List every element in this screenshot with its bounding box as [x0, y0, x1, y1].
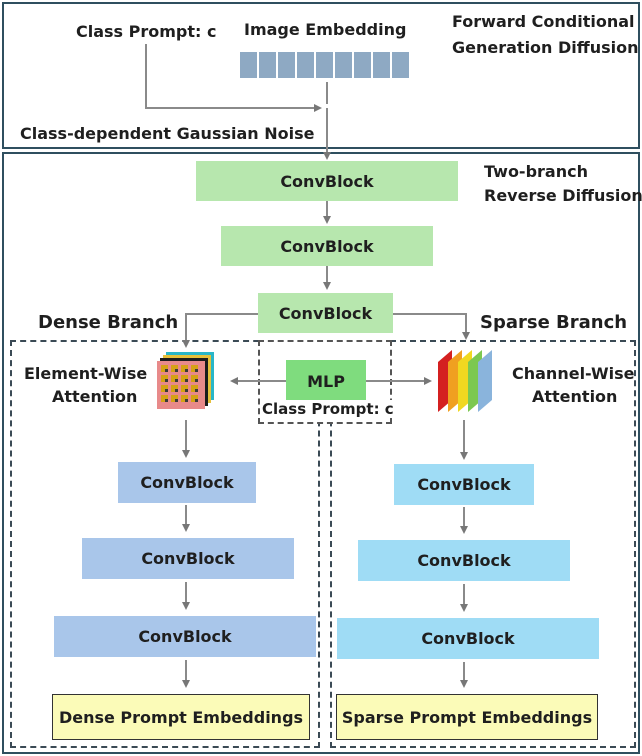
noise-label: Class-dependent Gaussian Noise: [20, 124, 315, 143]
sparse-convblock-1: ConvBlock: [394, 464, 534, 505]
shared-convblock-2: ConvBlock: [221, 226, 433, 266]
dense-convblock-2: ConvBlock: [82, 538, 294, 579]
channel-wise-label-line2: Attention: [532, 387, 618, 406]
dense-branch-title: Dense Branch: [38, 312, 179, 333]
forward-title-line2: Generation Diffusion: [452, 38, 639, 57]
sparse-convblock-3: ConvBlock: [337, 618, 599, 659]
sparse-branch-title: Sparse Branch: [480, 312, 628, 333]
reverse-diffusion-frame: [2, 152, 640, 754]
forward-title-line1: Forward Conditional: [452, 12, 635, 31]
stacked-grid-icon: [154, 350, 218, 414]
channel-stack-icon: [432, 346, 504, 416]
channel-wise-label-line1: Channel-Wise: [512, 364, 635, 383]
sparse-branch-frame: [330, 340, 636, 748]
element-wise-label-line2: Attention: [52, 387, 138, 406]
shared-convblock-1: ConvBlock: [196, 161, 458, 201]
image-embedding-label: Image Embedding: [244, 20, 407, 39]
dense-branch-frame: [10, 340, 320, 748]
center-class-prompt-label: Class Prompt: c: [262, 400, 394, 418]
sparse-prompt-embeddings: Sparse Prompt Embeddings: [336, 694, 598, 740]
reverse-title-line1: Two-branch: [484, 162, 588, 181]
dense-convblock-1: ConvBlock: [118, 462, 256, 503]
forward-diffusion-frame: [2, 2, 640, 149]
shared-convblock-3: ConvBlock: [258, 293, 393, 333]
reverse-title-line2: Reverse Diffusion: [484, 186, 642, 205]
mlp-block: MLP: [286, 360, 366, 402]
class-prompt-label: Class Prompt: c: [76, 22, 217, 41]
sparse-convblock-2: ConvBlock: [358, 540, 570, 581]
dense-prompt-embeddings: Dense Prompt Embeddings: [52, 694, 310, 740]
element-wise-label-line1: Element-Wise: [24, 364, 148, 383]
dense-convblock-3: ConvBlock: [54, 616, 316, 657]
